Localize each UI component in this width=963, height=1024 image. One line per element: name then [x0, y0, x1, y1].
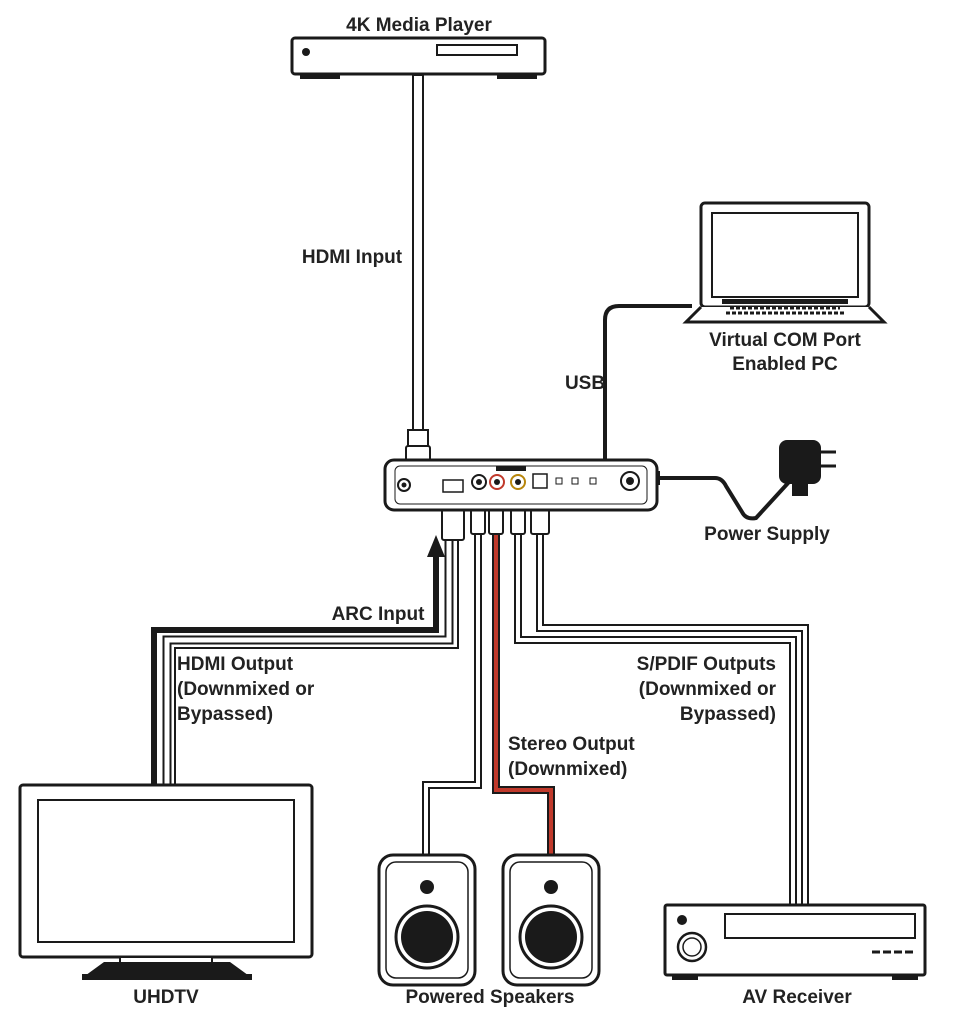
spdif-label-line2: (Downmixed or — [639, 679, 777, 700]
power-supply-label: Power Supply — [704, 524, 830, 545]
pc-label-line1: Virtual COM Port — [709, 330, 861, 351]
receiver-icon — [663, 903, 927, 980]
hdmi-output-label-line2: (Downmixed or — [177, 679, 315, 700]
spdif-cables — [514, 530, 809, 906]
hdmi-output-label-line3: Bypassed) — [177, 704, 273, 725]
hdmi-output-label-line1: HDMI Output — [177, 654, 294, 675]
arc-arrowhead — [427, 535, 445, 557]
usb-cable — [603, 304, 692, 480]
hdmi-output-cable — [162, 538, 459, 790]
hdmi-input-label: HDMI Input — [302, 247, 403, 268]
stereo-right-cable — [492, 530, 555, 858]
receiver-label: AV Receiver — [742, 987, 852, 1008]
pc-label-line2: Enabled PC — [732, 354, 838, 375]
stereo-output-label-line2: (Downmixed) — [508, 759, 627, 780]
speaker-icon — [377, 853, 477, 987]
spdif-label-line1: S/PDIF Outputs — [637, 654, 776, 675]
converter-unit-icon — [383, 458, 659, 512]
usb-label: USB — [565, 373, 605, 394]
laptop-icon — [682, 201, 888, 324]
media-player-label: 4K Media Player — [346, 15, 492, 36]
power-cable — [652, 468, 802, 521]
stereo-output-label-line1: Stereo Output — [508, 734, 635, 755]
speaker-icon — [501, 853, 601, 987]
arc-input-arrow — [151, 555, 439, 790]
tv-label: UHDTV — [133, 987, 199, 1008]
arc-input-label: ARC Input — [332, 604, 426, 625]
stereo-left-cable — [422, 530, 482, 858]
tv-icon — [18, 783, 314, 980]
speakers-label: Powered Speakers — [406, 987, 575, 1008]
spdif-label-line3: Bypassed) — [680, 704, 776, 725]
media-player-icon — [290, 36, 547, 79]
power-adapter-icon — [779, 440, 836, 496]
hdmi-input-cable — [405, 74, 431, 487]
